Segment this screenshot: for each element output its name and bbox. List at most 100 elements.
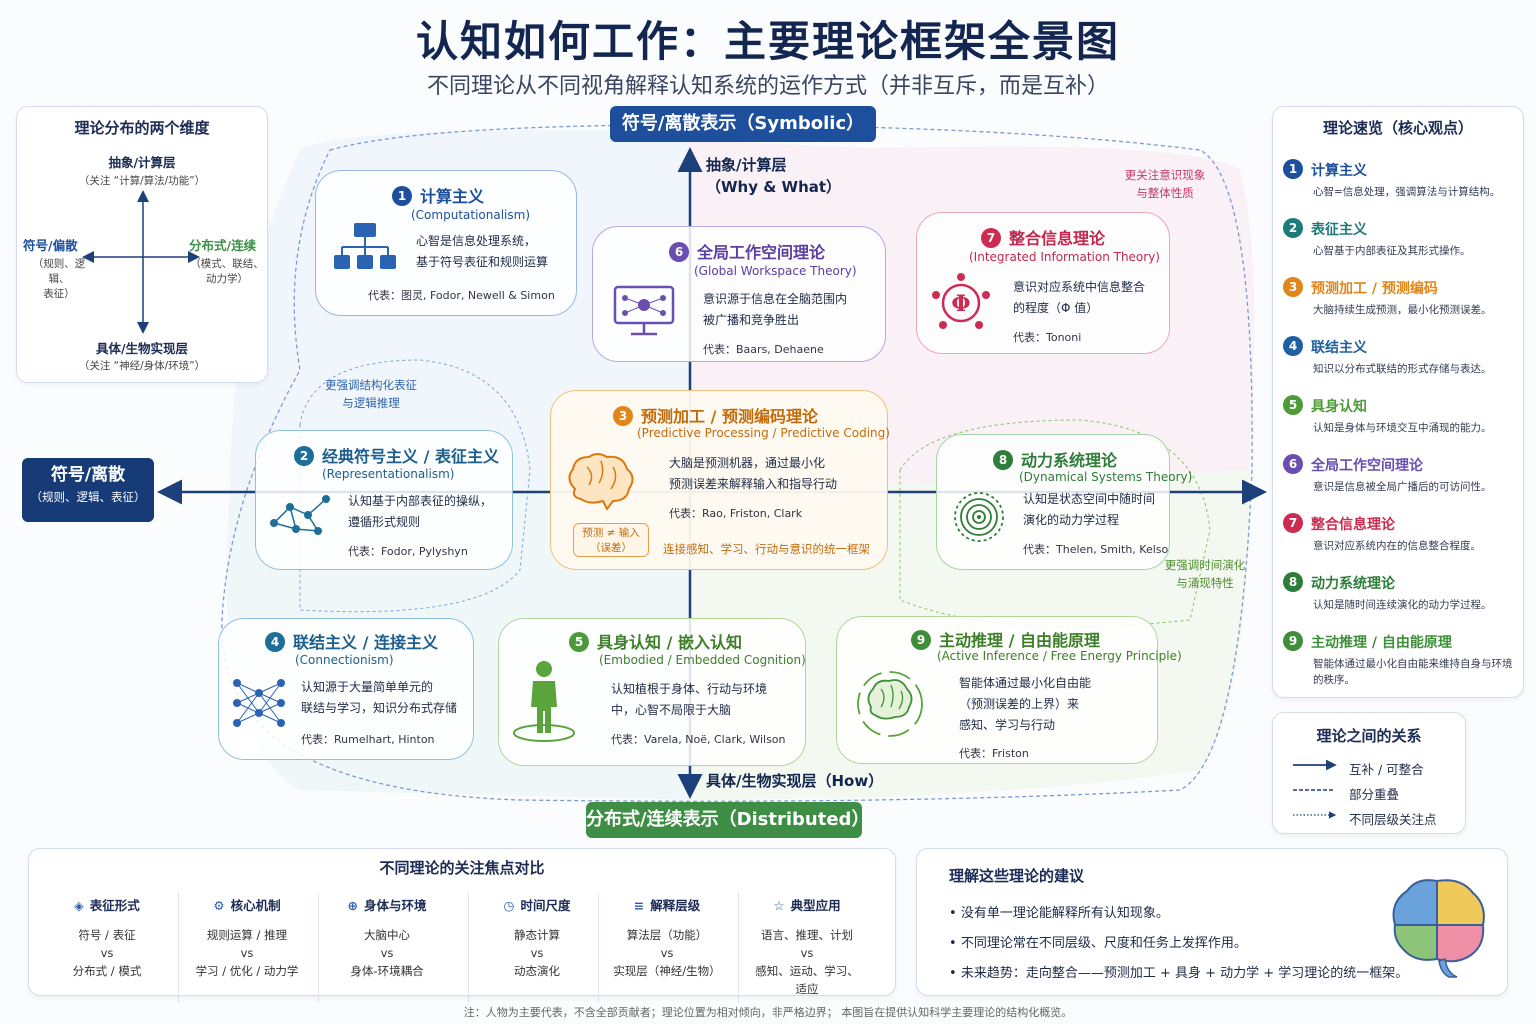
overview-item[interactable]: 4 联结主义知识以分布式联结的形式存储与表达。 (1283, 336, 1519, 395)
card-4-rep: 代表：Rumelhart, Hinton (301, 733, 435, 746)
column-divider (318, 893, 319, 1003)
dim-right-note: （模式、联结、动力学） (190, 258, 264, 285)
page-subtitle: 不同理论从不同视角解释认知系统的运作方式（并非互斥，而是互补） (426, 74, 1109, 99)
comparison-value-a: 大脑中心 (364, 928, 410, 942)
consciousness-note: 更关注意识现象与整体性质 (1124, 168, 1206, 200)
concrete-layer-label: 具体/生物实现层（How） (706, 772, 884, 790)
dimension-cross-icon (82, 190, 200, 334)
svg-text:Φ: Φ (951, 291, 970, 317)
relation-overlap: 部分重叠 (1349, 787, 1400, 802)
dim-bottom-label: 具体/生物实现层 (95, 341, 189, 356)
dimensions-title: 理论分布的两个维度 (74, 119, 210, 137)
overview-item-desc: 知识以分布式联结的形式存储与表达。 (1313, 363, 1492, 375)
card-5-subtitle: (Embodied / Embedded Cognition) (599, 653, 806, 667)
puzzle-brain-icon (1392, 879, 1485, 978)
card-2-desc: 认知基于内部表征的操纵，遵循形式规则 (348, 494, 493, 529)
suggestion-item: • 未来趋势：走向整合——预测加工 + 具身 + 动力学 + 学习理论的统一框架… (949, 966, 1409, 981)
overview-number-badge: 6 (1283, 454, 1303, 474)
overview-number-badge: 4 (1283, 336, 1303, 356)
dimensions-panel: 理论分布的两个维度 抽象/计算层 （关注 “计算/算法/功能”） 符号/偏散 （… (16, 106, 268, 383)
overview-number-badge: 7 (1283, 513, 1303, 533)
comparison-value-a: 算法层（功能） (626, 928, 708, 942)
overview-item-title: 动力系统理论 (1311, 576, 1395, 592)
suggestion-item: • 没有单一理论能解释所有认知现象。 (949, 906, 1169, 921)
overview-item-desc: 心智基于内部表征及其形式操作。 (1313, 245, 1471, 257)
card-2-subtitle: (Representationalism) (322, 467, 455, 481)
dim-bottom-note: （关注 “神经/身体/环境”） (78, 360, 206, 372)
card-7-title: 整合信息理论 (1009, 229, 1106, 248)
spiral-icon (954, 492, 1004, 542)
column-divider (598, 893, 599, 1003)
overview-item-desc: 大脑持续生成预测，最小化预测误差。 (1313, 304, 1492, 316)
comparison-vs: vs (380, 946, 394, 960)
card-2-title: 经典符号主义 / 表征主义 (322, 447, 499, 466)
card-5-title: 具身认知 / 嵌入认知 (597, 633, 742, 652)
card-1-title: 计算主义 (420, 187, 485, 206)
card-4-desc: 认知源于大量简单单元的联结与学习，知识分布式存储 (301, 680, 458, 715)
card-8-rep: 代表：Thelen, Smith, Kelso (1023, 543, 1169, 556)
suggestion-item: • 不同理论常在不同层级、尺度和任务上发挥作用。 (949, 936, 1247, 951)
column-divider (468, 893, 469, 1003)
card-6-title: 全局工作空间理论 (697, 243, 826, 262)
comparison-value-b: 分布式 / 模式 (72, 964, 142, 978)
clock-icon: ◷ (503, 898, 515, 913)
relation-levels: 不同层级关注点 (1349, 812, 1437, 827)
card-3-desc: 大脑是预测机器，通过最小化预测误差来解释输入和指导行动 (669, 456, 838, 491)
overview-number-badge: 3 (1283, 277, 1303, 297)
card-3-unify-note: 连接感知、学习、行动与意识的统一框架 (663, 542, 870, 556)
comparison-vs: vs (100, 946, 114, 960)
brain-cycle-icon (857, 671, 923, 737)
suggestions-title: 理解这些理论的建议 (949, 867, 1085, 885)
brain-icon (568, 453, 634, 511)
overview-item-title: 整合信息理论 (1311, 517, 1395, 533)
dim-left-label: 符号/偏散 (23, 238, 78, 253)
card-9-rep: 代表：Friston (959, 747, 1029, 760)
overview-item-desc: 认知是身体与环境交互中涌现的能力。 (1313, 422, 1492, 434)
shapes-icon: ◈ (74, 898, 84, 913)
distributed-axis-pill: 分布式/连续表示（Distributed） (586, 802, 869, 838)
relations-title: 理论之间的关系 (1316, 727, 1422, 745)
overview-number-badge: 5 (1283, 395, 1303, 415)
card-8-desc: 认知是状态空间中随时间演化的动力学过程 (1023, 492, 1156, 527)
relation-line-icons (1293, 759, 1337, 819)
comparison-value-a: 规则运算 / 推理 (206, 928, 288, 942)
overview-title: 理论速览（核心观点） (1322, 119, 1473, 137)
dim-left-note: （规则、逻辑、表征） (32, 258, 86, 300)
comparison-vs: vs (660, 946, 674, 960)
comparison-value-b-cont: 适应 (795, 982, 819, 996)
comparison-vs: vs (240, 946, 254, 960)
overview-item-title: 联结主义 (1311, 340, 1367, 356)
relations-panel: 理论之间的关系 互补 / 可整合 部分重叠 不同层级关注点 (1272, 712, 1466, 834)
suggestions-list: • 没有单一理论能解释所有认知现象。 • 不同理论常在不同层级、尺度和任务上发挥… (949, 899, 1408, 989)
comparison-value-b: 动态演化 (514, 964, 560, 978)
dim-top-label: 抽象/计算层 (108, 155, 176, 170)
overview-number-badge: 9 (1283, 631, 1303, 651)
hierarchy-icon (334, 223, 396, 269)
card-7-desc: 意识对应系统中信息整合的程度（Φ 值） (1013, 280, 1146, 315)
neural-net-icon (233, 679, 285, 727)
comparison-value-b: 身体-环境耦合 (350, 964, 424, 978)
abstract-layer-label: 抽象/计算层（Why & What） (706, 156, 842, 196)
dim-top-note: （关注 “计算/算法/功能”） (78, 175, 206, 187)
